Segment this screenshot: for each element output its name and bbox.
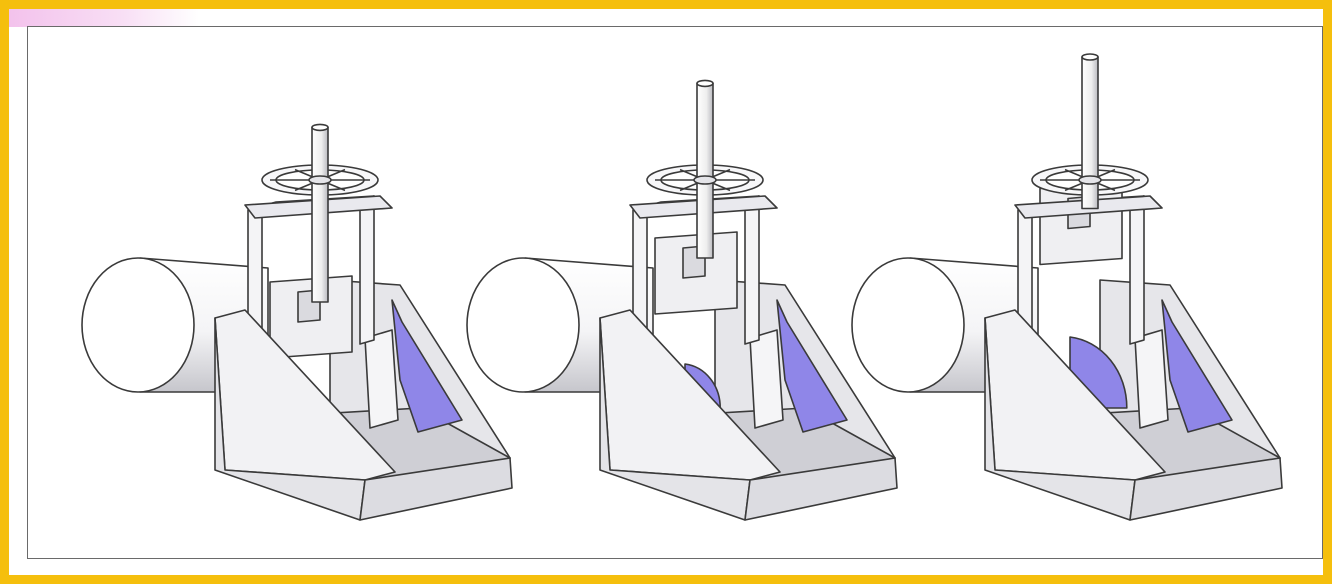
frame-post-right <box>744 195 760 345</box>
right-wing-wall <box>749 329 784 429</box>
gate-stem <box>696 82 714 259</box>
water-channel <box>776 299 848 433</box>
panel-2 <box>466 79 898 521</box>
stem-top <box>311 123 329 132</box>
front-sill <box>1129 457 1283 521</box>
stem-top <box>1081 53 1099 61</box>
water-channel <box>391 299 463 433</box>
right-wing-wall <box>1134 329 1169 429</box>
water-channel <box>1161 299 1233 433</box>
wheel-hub <box>693 175 717 185</box>
wheel-hub <box>308 175 332 185</box>
pipe-end <box>81 257 195 393</box>
gate-stem <box>1081 56 1099 210</box>
gate-stem <box>311 126 329 303</box>
frame-post-right <box>1129 195 1145 345</box>
panel-3 <box>851 53 1283 521</box>
frame-post-right <box>359 195 375 345</box>
pipe-end <box>851 257 965 393</box>
wheel-hub <box>1078 175 1102 185</box>
stem-top <box>696 79 714 88</box>
front-sill <box>359 457 513 521</box>
front-sill <box>744 457 898 521</box>
pipe-end <box>466 257 580 393</box>
right-wing-wall <box>364 329 399 429</box>
corner-tint <box>9 9 199 27</box>
panel-1 <box>81 123 513 521</box>
